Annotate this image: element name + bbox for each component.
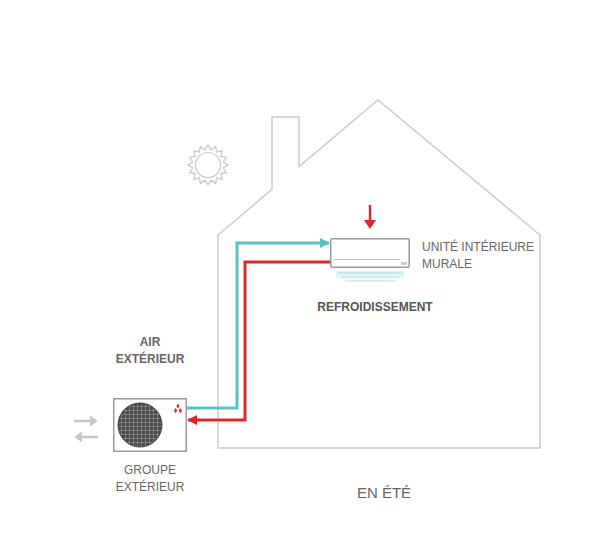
season-label: EN ÉTÉ [355,483,413,502]
status-light [401,262,407,265]
fan-grille [118,403,162,447]
unit-drawing [113,398,187,452]
heat-arrow [364,205,376,229]
mode-label: REFROIDISSEMENT [315,299,434,315]
indoor-wall-unit: UNITÉ INTÉRIEURE MURALE [330,238,410,268]
refrigerant-pipe [187,243,329,408]
outdoor-unit: AIR EXTÉRIEURGROUPE EXTÉRIEUR [113,398,187,452]
unit-name: UNITÉ INTÉRIEURE MURALE [422,239,534,273]
air-vent [334,259,400,260]
refrigerant-pipe [188,262,330,420]
air-exchange-arrows [74,416,98,442]
brand-logo [174,403,182,413]
sun-icon [188,145,228,185]
unit-heading: AIR EXTÉRIEUR [110,334,190,368]
house-outline [218,100,540,448]
unit-drawing [330,238,410,268]
unit-casing [331,239,410,268]
cold-airflow [336,271,404,281]
unit-name: GROUPE EXTÉRIEUR [108,462,192,496]
unit-casing [114,399,187,452]
